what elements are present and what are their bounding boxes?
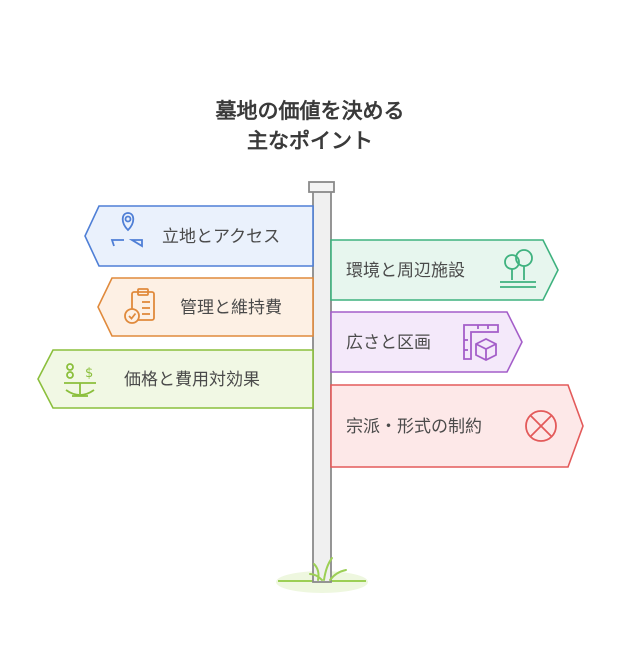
sign-environment: 環境と周辺施設 [330,239,559,301]
signpost-cap [308,181,335,193]
ruler-box-icon [463,324,499,362]
sign-label-price: 価格と費用対効果 [124,370,260,390]
sign-price: $ 価格と費用対効果 [37,349,314,409]
title-line-2: 主なポイント [247,129,373,153]
svg-text:$: $ [85,366,93,381]
sign-size: 広さと区画 [330,311,523,373]
money-scale-icon: $ [64,363,96,397]
signpost-pole [312,189,332,583]
location-pin-icon [110,212,143,248]
clipboard-check-icon [124,288,155,324]
grass-icon [309,557,347,581]
sign-label-location: 立地とアクセス [162,227,280,247]
sign-label-environment: 環境と周辺施設 [346,261,465,281]
sign-management: 管理と維持費 [97,277,314,337]
trees-icon [500,249,536,288]
sign-religion: 宗派・形式の制約 [330,384,584,468]
sign-label-size: 広さと区画 [346,333,431,353]
sign-location: 立地とアクセス [84,205,314,267]
diagram-title: 墓地の価値を決める 主なポイント [0,96,620,156]
sign-label-management: 管理と維持費 [180,298,282,318]
title-line-1: 墓地の価値を決める [215,99,405,123]
cross-circle-icon [525,410,557,442]
sign-label-religion: 宗派・形式の制約 [346,417,482,437]
